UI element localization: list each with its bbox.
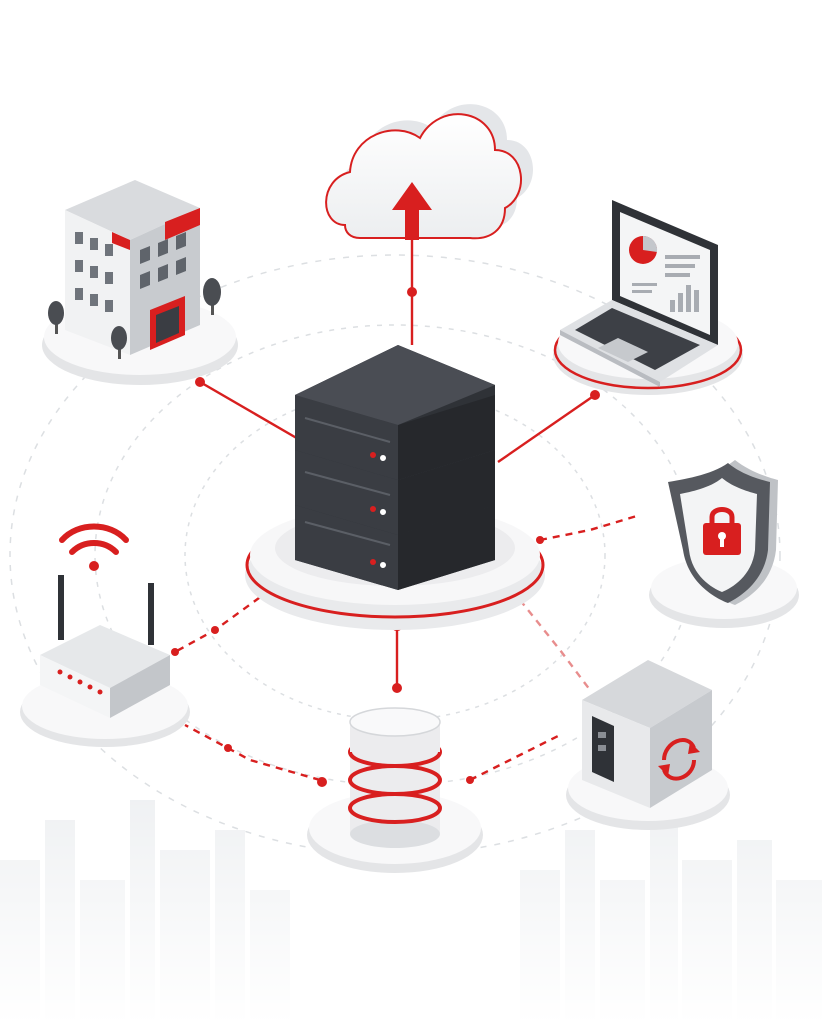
lock-icon [709,507,735,525]
edge-server-building [199,380,301,442]
upload-arrow-icon [392,182,432,240]
city-skyline-background [0,780,822,1024]
cloud-upload-icon [325,104,534,240]
security-shield-node [649,460,799,628]
laptop-dashboard-node [553,200,743,395]
office-building-icon [65,180,200,355]
edge-database-router [184,723,321,782]
laptop-icon [560,200,718,387]
bar-chart-icon [670,285,699,312]
database-icon [348,707,442,848]
backup-storage-node [566,660,730,830]
edge-server-backup [519,599,591,691]
edge-server-laptop [497,394,596,463]
office-building-node [42,180,238,385]
sync-icon [658,738,700,781]
router-icon [40,575,170,718]
edge-server-router [174,589,271,654]
shield-lock-icon [668,460,778,605]
wifi-signal-icon [59,523,129,571]
backup-storage-icon [582,660,712,808]
edge-database-backup [469,733,561,782]
edge-server-shield [539,513,641,542]
wifi-router-node [20,523,190,747]
tree-icon [48,278,221,359]
database-node [307,707,483,873]
server-rack-icon [295,345,495,590]
